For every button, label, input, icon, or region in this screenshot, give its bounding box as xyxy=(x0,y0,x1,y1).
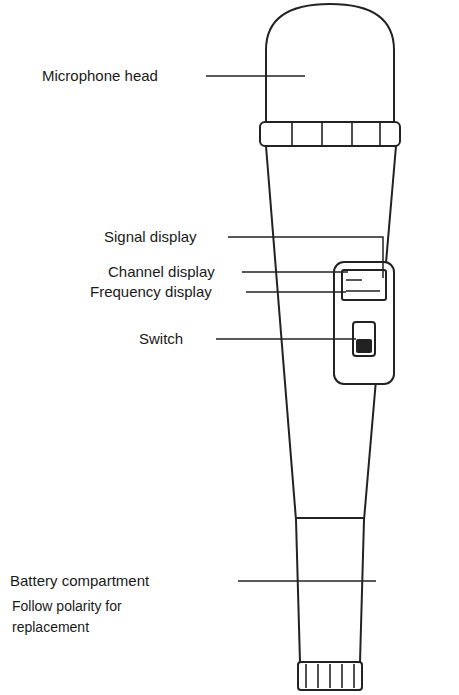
part-label: Channel display xyxy=(108,263,215,281)
part-label: Frequency display xyxy=(90,283,212,301)
part-label: Battery compartment xyxy=(10,572,149,590)
note-text: Follow polarity for replacement xyxy=(12,596,137,638)
part-label: Switch xyxy=(139,330,183,348)
part-label: Signal display xyxy=(104,228,197,246)
part-label: Microphone head xyxy=(42,67,158,85)
